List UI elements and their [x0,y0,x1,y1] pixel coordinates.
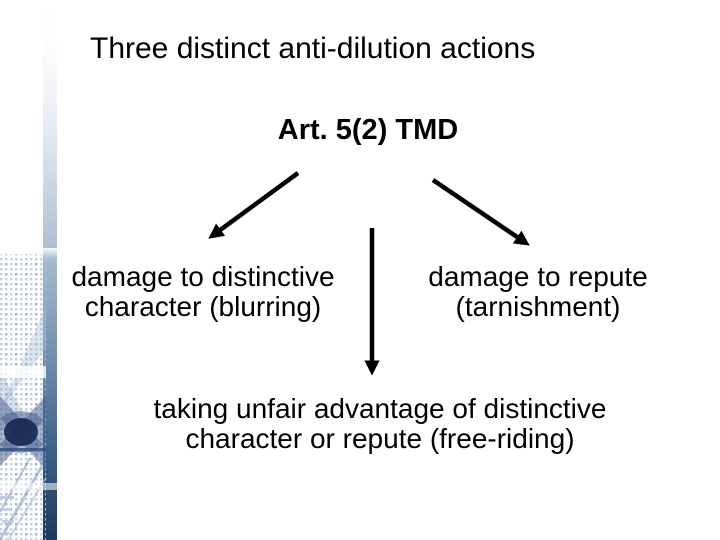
diagram-node-blurring: damage to distinctive character (blurrin… [71,262,334,322]
diagram-root-label: Art. 5(2) TMD [277,114,459,146]
node-text-line: character or repute (free-riding) [185,423,575,454]
diagram-node-free-riding: taking unfair advantage of distinctive c… [154,394,607,454]
node-text-line: damage to repute [428,261,648,292]
slide-title: Three distinct anti-dilution actions [90,32,536,65]
arrow-to-blurring [208,171,300,239]
diagram-node-tarnishment: damage to repute (tarnishment) [428,262,648,322]
node-text-line: character (blurring) [84,291,322,322]
node-text-line: damage to distinctive [71,261,335,292]
node-text-line: (tarnishment) [455,291,621,322]
corner-decoration-mosaic [0,248,60,540]
arrow-to-tarnishment [431,178,530,246]
node-text-line: taking unfair advantage of distinctive [153,393,607,424]
